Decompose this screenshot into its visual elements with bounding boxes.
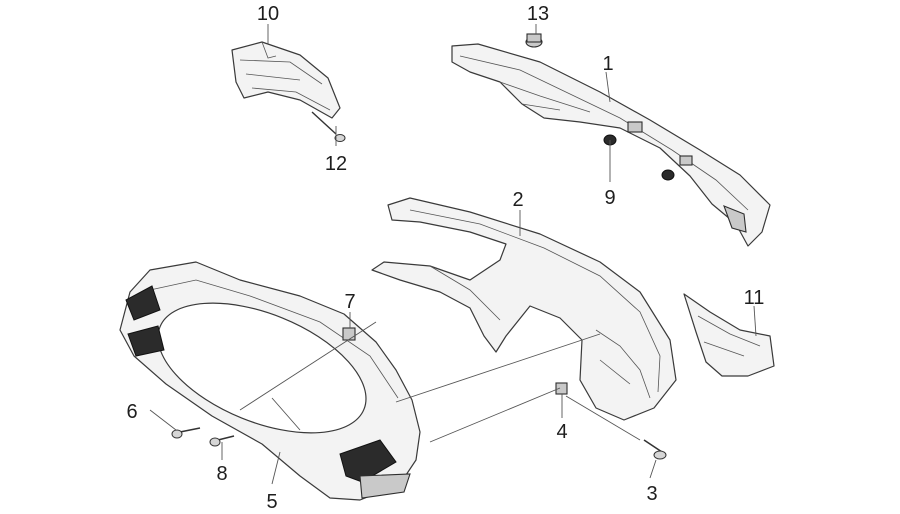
callout-13: 13 <box>527 3 549 25</box>
callout-10: 10 <box>257 3 279 25</box>
part-10-cover <box>231 41 341 119</box>
callout-12: 12 <box>325 153 347 175</box>
part-1-upper-rail <box>451 43 771 247</box>
callout-3: 3 <box>646 483 657 505</box>
callout-5: 5 <box>266 491 277 513</box>
callout-2: 2 <box>512 189 523 211</box>
callout-7: 7 <box>344 291 355 313</box>
part-12-screw <box>311 111 346 142</box>
part-8-screw <box>209 435 235 447</box>
callout-11: 11 <box>744 287 765 309</box>
callout-6: 6 <box>126 401 137 423</box>
part-13-plug <box>525 33 543 48</box>
assembly-lines <box>239 321 641 443</box>
part-11-side-piece <box>683 293 775 377</box>
part-2-front-shield <box>371 197 677 421</box>
part-6-screw <box>171 427 201 439</box>
callout-numbers: 10 12 13 1 9 2 11 7 4 3 6 8 5 <box>126 3 764 513</box>
part-7-clip <box>342 327 356 341</box>
callout-1: 1 <box>602 53 613 75</box>
callout-9: 9 <box>604 187 615 209</box>
callout-4: 4 <box>556 421 567 443</box>
part-5-main-cover <box>119 261 421 501</box>
callout-leaders <box>149 24 757 485</box>
part-4-clip <box>555 382 568 395</box>
callout-8: 8 <box>216 463 227 485</box>
part-3-screw <box>643 439 667 460</box>
